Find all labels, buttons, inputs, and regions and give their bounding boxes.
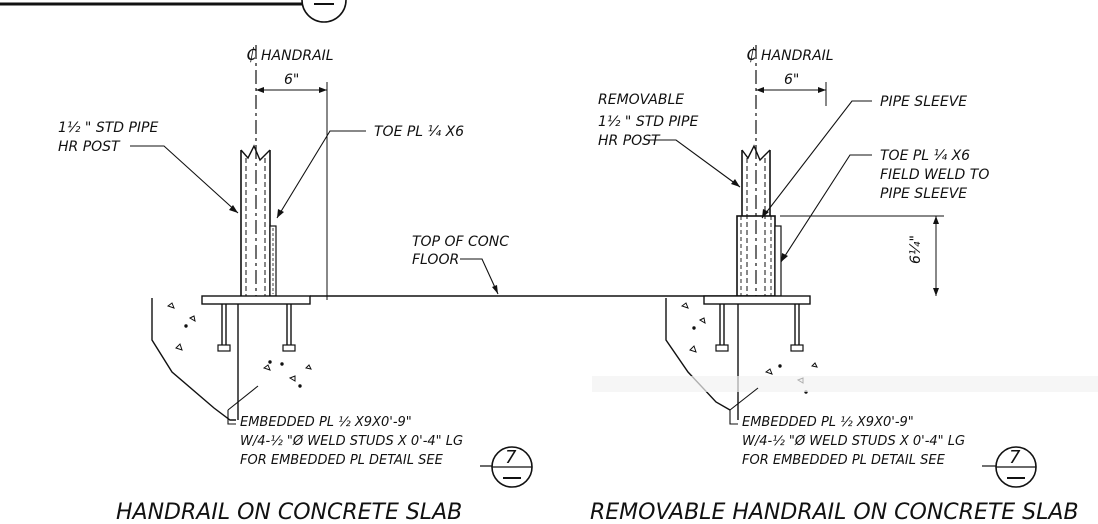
embed-note-1: EMBEDDED PL ½ X9X0'-9" bbox=[742, 415, 914, 430]
post-note-2: HR POST bbox=[58, 139, 121, 155]
detail-callout-right: 7 bbox=[995, 446, 1037, 488]
post-note-1: 1½ " STD PIPE bbox=[58, 120, 158, 136]
detail-callout-left: 7 bbox=[491, 446, 533, 488]
post-note-3: HR POST bbox=[598, 133, 661, 149]
pipe-sleeve-note: PIPE SLEEVE bbox=[880, 94, 967, 110]
cl-symbol: ₵ bbox=[746, 45, 757, 65]
cl-symbol: ₵ bbox=[246, 45, 257, 65]
cl-label: HANDRAIL bbox=[261, 48, 334, 64]
dim-6-label: 6" bbox=[284, 72, 299, 88]
height-dim-label: 6¼" bbox=[908, 235, 924, 264]
slab-outline bbox=[151, 298, 239, 421]
pipe-post bbox=[741, 144, 771, 296]
embed-note-3: FOR EMBEDDED PL DETAIL SEE bbox=[240, 453, 444, 468]
toe-plate-note: TOE PL ¼ X6 bbox=[374, 124, 464, 140]
pipe-post bbox=[240, 144, 271, 296]
embedded-plate bbox=[201, 295, 311, 305]
detail-title-right: REMOVABLE HANDRAIL ON CONCRETE SLAB bbox=[590, 500, 1079, 524]
post-note-2: 1½ " STD PIPE bbox=[598, 114, 698, 130]
embedded-plate bbox=[703, 295, 811, 305]
dim-6-label: 6" bbox=[784, 72, 799, 88]
toe-plate bbox=[774, 225, 782, 297]
embed-note-2: W/4-½ "Ø WELD STUDS X 0'-4" LG bbox=[240, 434, 463, 449]
slab-outline bbox=[665, 298, 739, 420]
concrete-hatch bbox=[166, 302, 312, 388]
left-detail: ₵ HANDRAIL 6" bbox=[58, 45, 738, 524]
floor-note-1: TOP OF CONC bbox=[412, 234, 509, 250]
toe-plate-note-2: FIELD WELD TO bbox=[880, 167, 989, 183]
cl-label: HANDRAIL bbox=[761, 48, 834, 64]
embed-note-3: FOR EMBEDDED PL DETAIL SEE bbox=[742, 453, 946, 468]
embed-note-2: W/4-½ "Ø WELD STUDS X 0'-4" LG bbox=[742, 434, 965, 449]
callout-number: 7 bbox=[505, 447, 517, 468]
toe-plate-note-1: TOE PL ¼ X6 bbox=[880, 148, 970, 164]
top-border bbox=[0, 0, 347, 23]
embed-note-1: EMBEDDED PL ½ X9X0'-9" bbox=[240, 415, 412, 430]
callout-number: 7 bbox=[1009, 447, 1021, 468]
detail-title-left: HANDRAIL ON CONCRETE SLAB bbox=[116, 500, 462, 524]
post-note-1: REMOVABLE bbox=[598, 92, 684, 108]
floor-note-2: FLOOR bbox=[412, 252, 459, 268]
right-detail: ₵ HANDRAIL 6" 6¼" bbox=[590, 45, 1098, 524]
toe-plate-note-3: PIPE SLEEVE bbox=[880, 186, 967, 202]
